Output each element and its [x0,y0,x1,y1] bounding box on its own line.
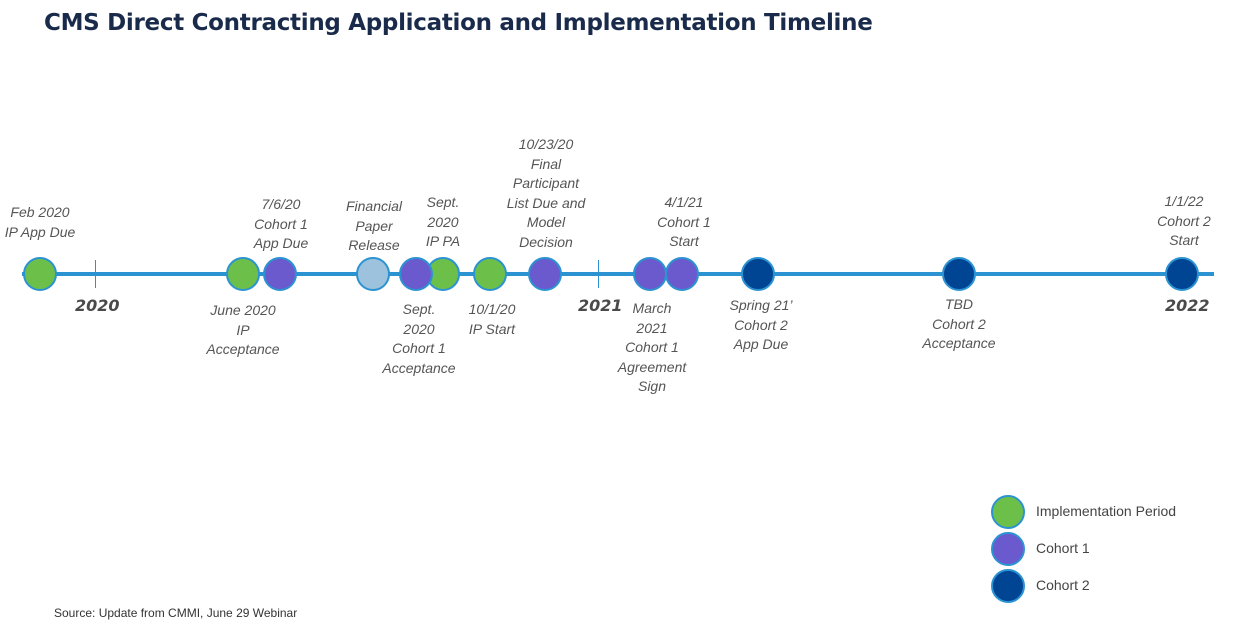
milestone-dot-spring-21 [741,257,775,291]
year-tick-2020 [95,260,96,288]
legend-label-cohort2: Cohort 2 [1036,577,1090,593]
source-note: Source: Update from CMMI, June 29 Webina… [54,606,298,620]
milestone-dot-4-1-21 [665,257,699,291]
milestone-dot-feb-2020 [23,257,57,291]
milestone-dot-march-2021 [633,257,667,291]
milestone-dot-7-6-20 [263,257,297,291]
year-label-2022: 2022 [1165,296,1210,315]
timeline-axis [22,272,1214,276]
milestone-dot-sept-2020-cohort1 [399,257,433,291]
legend-swatch-implementation [991,495,1025,529]
milestone-dot-10-23-20 [528,257,562,291]
milestone-dot-tbd [942,257,976,291]
legend-swatch-cohort2 [991,569,1025,603]
milestone-dot-10-1-20 [473,257,507,291]
year-tick-2021 [598,260,599,288]
legend-label-cohort1: Cohort 1 [1036,540,1090,556]
page-title: CMS Direct Contracting Application and I… [44,10,873,36]
legend-label-implementation: Implementation Period [1036,503,1177,519]
legend-swatch-cohort1 [991,532,1025,566]
milestone-dot-june-2020 [226,257,260,291]
year-label-2021: 2021 [578,296,623,315]
year-label-2020: 2020 [75,296,120,315]
milestone-dot-financial-paper [356,257,390,291]
milestone-dot-1-1-22 [1165,257,1199,291]
